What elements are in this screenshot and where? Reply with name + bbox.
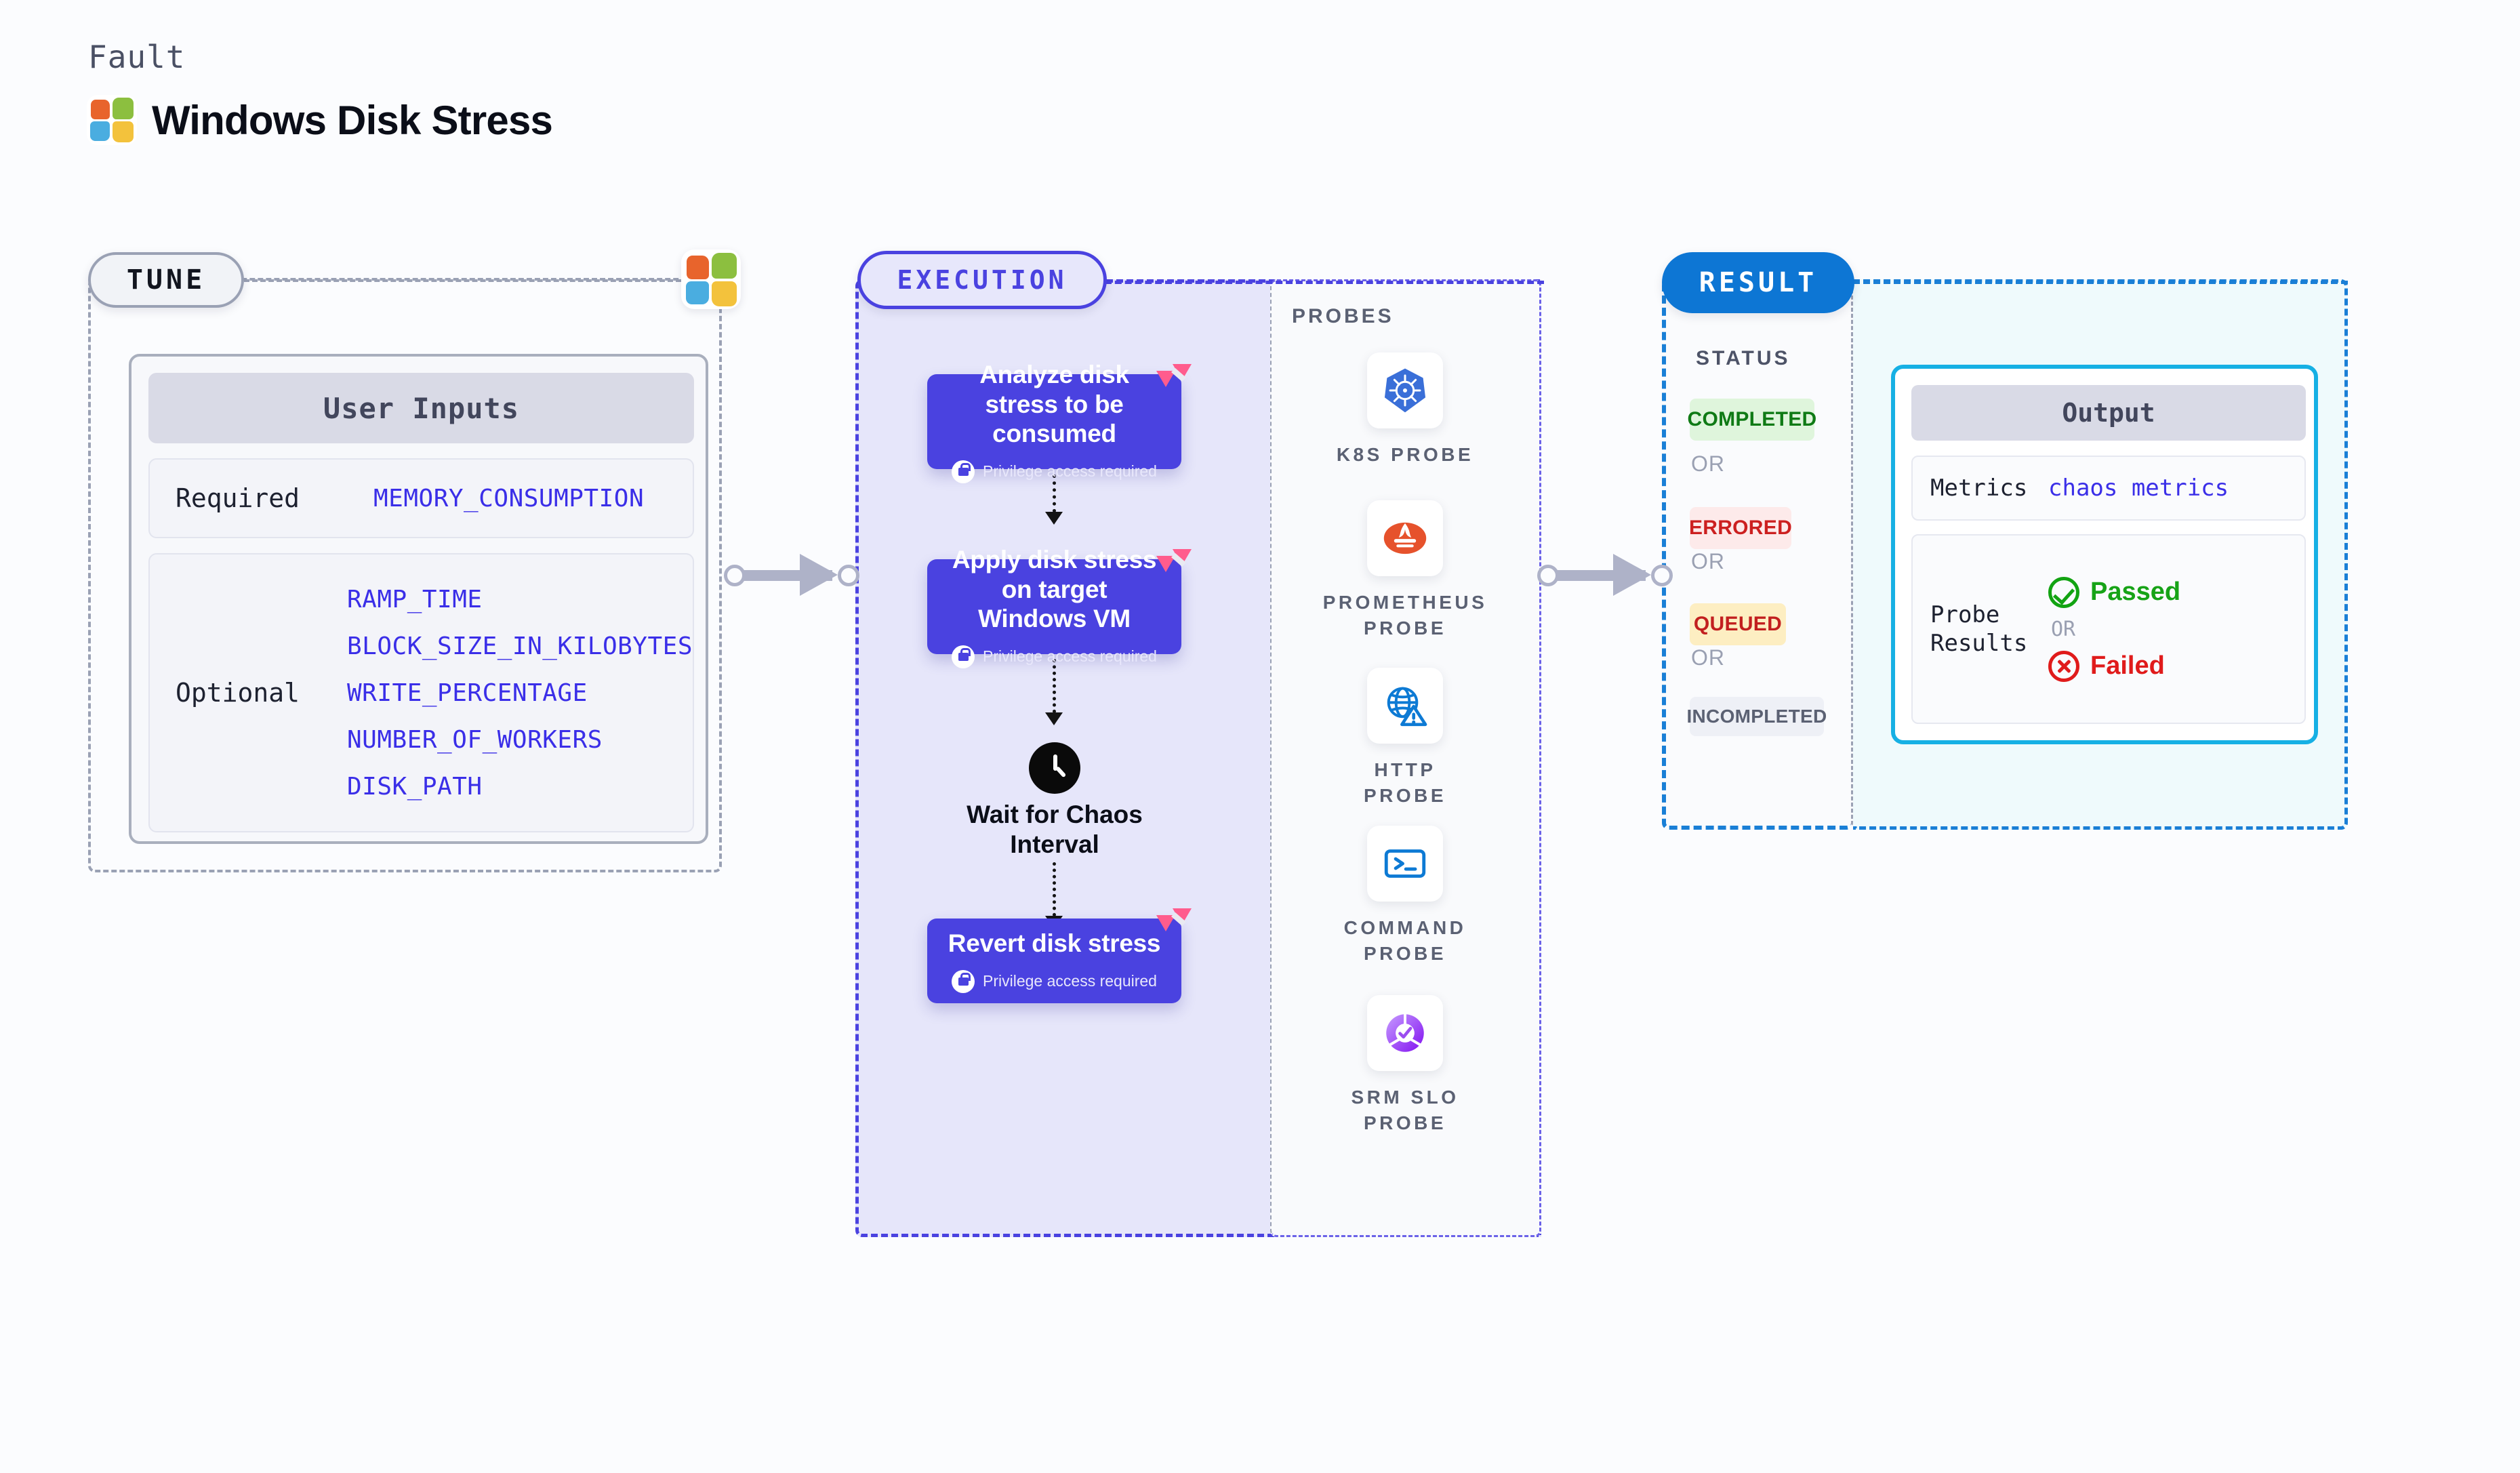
lock-icon (952, 645, 975, 668)
status-badge-completed: COMPLETED (1687, 399, 1816, 441)
result-output-card: Output Metrics chaos metrics Probe Resul… (1891, 365, 2318, 744)
privilege-text: Privilege access required (983, 972, 1157, 990)
privilege-text: Privilege access required (983, 647, 1157, 666)
output-probe-results-row: Probe Results Passed OR Failed (1911, 534, 2306, 724)
output-metrics-value[interactable]: chaos metrics (2048, 475, 2229, 502)
harness-logo-icon-0 (1156, 364, 1192, 387)
http-globe-warning-icon (1367, 668, 1443, 744)
fault-kicker: Fault (88, 39, 186, 75)
probe-label-srm-slo: SRM SLO PROBE (1351, 1087, 1459, 1133)
probe-result-passed-label: Passed (2090, 578, 2181, 606)
execution-step-0[interactable]: Analyze disk stress to be consumed Privi… (927, 361, 1181, 483)
check-circle-icon (2048, 576, 2079, 608)
result-stage-pill[interactable]: RESULT (1662, 252, 1854, 313)
tune-optional-label: Optional (176, 678, 300, 708)
kubernetes-icon (1367, 352, 1443, 428)
output-probe-results-key-text: Probe Results (1930, 601, 2028, 658)
execution-step-1-title: Apply disk stress on target Windows VM (952, 546, 1157, 633)
probe-result-passed: Passed (2048, 576, 2181, 608)
execution-arrow-1 (1045, 659, 1063, 725)
result-status-label: STATUS (1696, 347, 1791, 369)
execution-step-1[interactable]: Apply disk stress on target Windows VM P… (927, 546, 1181, 668)
status-or-1: OR (1691, 549, 1725, 573)
tune-windows-logo-icon (681, 249, 741, 309)
tune-optional-values: RAMP_TIME BLOCK_SIZE_IN_KILOBYTES WRITE_… (347, 586, 693, 801)
output-metrics-key: Metrics (1930, 474, 2028, 502)
lock-icon (952, 460, 975, 483)
status-badge-errored: ERRORED (1689, 507, 1792, 549)
probe-item-srm-slo[interactable]: SRM SLO PROBE (1330, 995, 1480, 1136)
tune-stage-pill[interactable]: TUNE (88, 252, 244, 308)
probe-label-http: HTTP PROBE (1363, 759, 1447, 806)
harness-logo-icon-2 (1156, 908, 1192, 931)
execution-arrow-0 (1045, 475, 1063, 525)
probe-result-failed: Failed (2048, 650, 2180, 682)
probes-section-frame (1270, 279, 1541, 1237)
probe-label-k8s: K8S PROBE (1336, 444, 1474, 465)
execution-stage-pill[interactable]: EXECUTION (857, 251, 1107, 309)
tune-required-row: Required MEMORY_CONSUMPTION (148, 458, 694, 538)
execution-step-1-privilege: Privilege access required (952, 645, 1157, 668)
windows-logo-icon (87, 95, 137, 145)
execution-step-2[interactable]: Revert disk stress Privilege access requ… (927, 919, 1181, 1003)
probes-section-label: PROBES (1292, 305, 1394, 327)
probe-item-http[interactable]: HTTP PROBE (1330, 668, 1480, 809)
tune-pill-connector (244, 279, 681, 282)
tune-required-value-0[interactable]: MEMORY_CONSUMPTION (373, 484, 645, 512)
execution-step-2-privilege: Privilege access required (952, 969, 1157, 993)
status-badge-queued: QUEUED (1690, 603, 1786, 645)
result-status-frame (1662, 279, 1853, 830)
output-metrics-row: Metrics chaos metrics (1911, 456, 2306, 521)
tune-optional-value-0[interactable]: RAMP_TIME (347, 585, 483, 613)
prometheus-icon (1367, 500, 1443, 576)
probe-item-prometheus[interactable]: PROMETHEUS PROBE (1323, 500, 1484, 641)
page-title: Windows Disk Stress (152, 97, 553, 143)
fault-title-row: Windows Disk Stress (87, 95, 553, 145)
output-probe-results-key: Probe Results (1913, 601, 2048, 658)
tune-optional-value-3[interactable]: NUMBER_OF_WORKERS (347, 725, 603, 754)
connector-execution-to-result (1537, 554, 1673, 596)
status-or-2: OR (1691, 645, 1725, 670)
execution-step-2-title: Revert disk stress (948, 929, 1161, 958)
srm-slo-icon (1367, 995, 1443, 1071)
probe-results-stack: Passed OR Failed (2048, 576, 2181, 682)
probe-label-command: COMMAND PROBE (1343, 917, 1467, 964)
tune-user-inputs-card: User Inputs Required MEMORY_CONSUMPTION … (129, 354, 708, 844)
harness-logo-icon-1 (1156, 549, 1192, 572)
execution-step-0-privilege: Privilege access required (952, 460, 1157, 483)
probe-result-or: OR (2051, 617, 2076, 641)
terminal-icon (1367, 826, 1443, 902)
probe-item-k8s[interactable]: K8S PROBE (1330, 352, 1480, 468)
x-circle-icon (2048, 650, 2079, 682)
tune-optional-value-1[interactable]: BLOCK_SIZE_IN_KILOBYTES (347, 632, 693, 660)
status-or-0: OR (1691, 451, 1725, 476)
tune-optional-row: Optional RAMP_TIME BLOCK_SIZE_IN_KILOBYT… (148, 553, 694, 832)
lock-icon (952, 969, 975, 993)
clock-icon (1029, 742, 1080, 794)
wait-for-chaos-interval-label: Wait for Chaos Interval (967, 801, 1143, 859)
user-inputs-header: User Inputs (148, 373, 694, 443)
tune-optional-value-2[interactable]: WRITE_PERCENTAGE (347, 679, 588, 707)
execution-step-0-title: Analyze disk stress to be consumed (979, 361, 1129, 448)
probe-item-command[interactable]: COMMAND PROBE (1330, 826, 1480, 967)
status-badge-incompleted: INCOMPLETED (1686, 697, 1827, 736)
output-card-title: Output (1911, 385, 2306, 441)
probe-label-prometheus: PROMETHEUS PROBE (1322, 592, 1488, 639)
execution-pill-connector (1105, 281, 1544, 284)
connector-tune-to-execution (724, 554, 859, 596)
privilege-text: Privilege access required (983, 462, 1157, 481)
tune-optional-value-4[interactable]: DISK_PATH (347, 772, 483, 801)
tune-required-values: MEMORY_CONSUMPTION (373, 485, 644, 512)
tune-required-label: Required (176, 483, 300, 513)
result-pill-connector (1853, 281, 2348, 284)
probe-result-failed-label: Failed (2090, 651, 2165, 680)
